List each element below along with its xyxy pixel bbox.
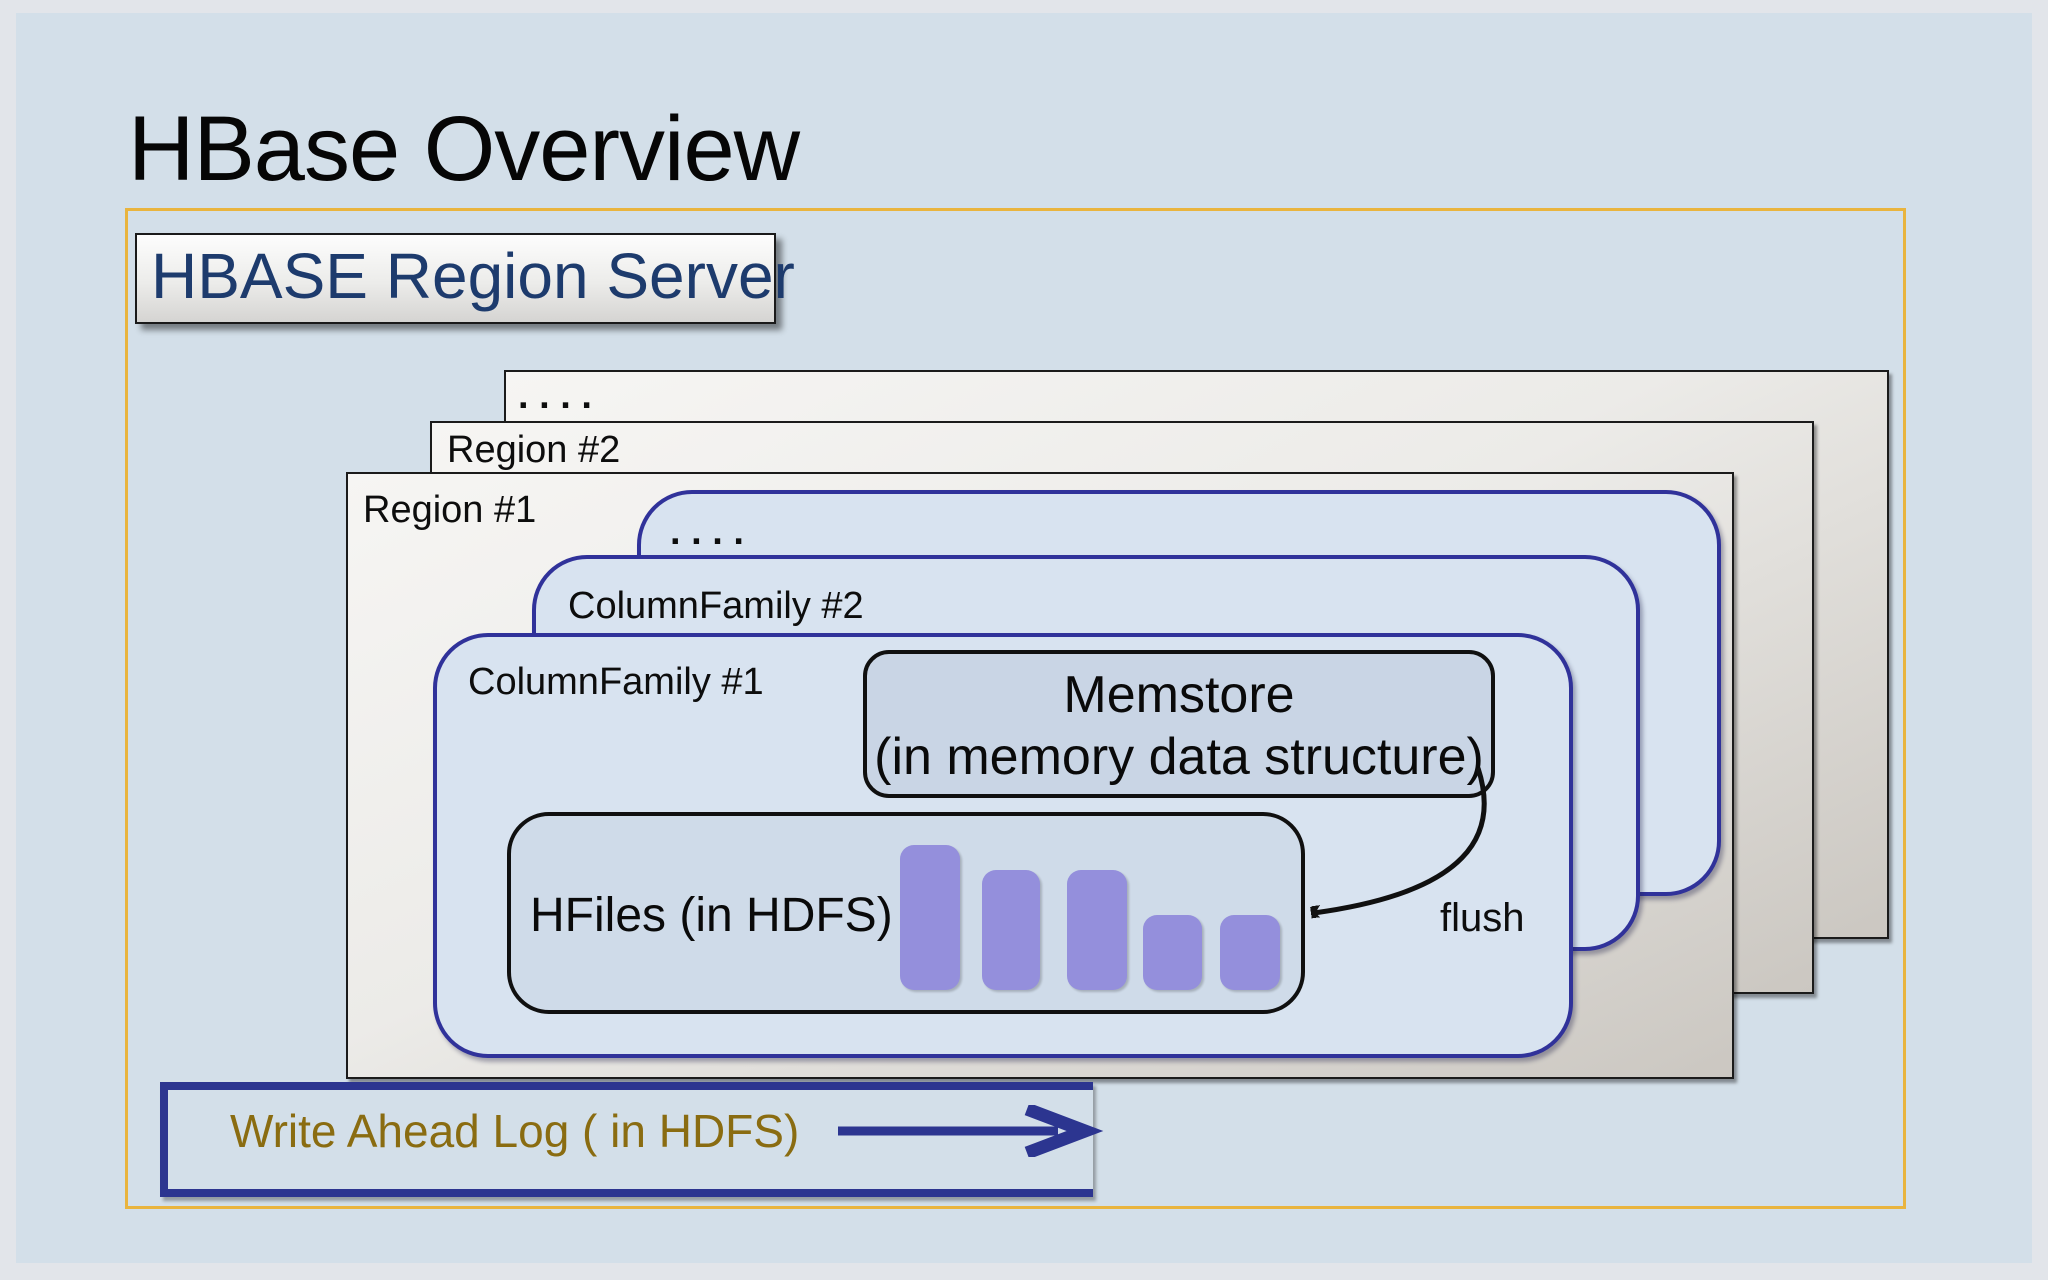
write-ahead-log-label: Write Ahead Log ( in HDFS) (230, 1105, 800, 1157)
hfile-bar (900, 845, 960, 990)
region-1-label: Region #1 (363, 489, 537, 531)
region-server-frame (125, 208, 1906, 1209)
column-family-more-label: . . . . (670, 511, 744, 553)
flush-arrow (1296, 767, 1487, 938)
page-title: HBase Overview (128, 98, 800, 200)
memstore-title: Memstore (1063, 666, 1295, 724)
hfile-bar (1143, 915, 1202, 990)
write-ahead-log-box: Write Ahead Log ( in HDFS) (160, 1082, 1093, 1197)
hfiles-box: HFiles (in HDFS) (507, 812, 1305, 1014)
hfile-bar (1220, 915, 1280, 990)
flush-label: flush (1440, 896, 1525, 940)
region-server-label-box: HBASE Region Server (135, 233, 795, 324)
memstore-subtitle: (in memory data structure) (874, 728, 1484, 786)
region-more-label: . . . . (518, 375, 592, 417)
hfiles-label: HFiles (in HDFS) (530, 889, 893, 942)
memstore-box: Memstore (in memory data structure) (863, 650, 1495, 798)
region-server-label: HBASE Region Server (151, 240, 795, 312)
column-family-1-label: ColumnFamily #1 (468, 661, 764, 703)
slide: HBase Overview HBASE Region Server . . .… (16, 13, 2032, 1263)
column-family-2-label: ColumnFamily #2 (568, 585, 864, 627)
hfile-bar (1067, 870, 1127, 990)
region-2-label: Region #2 (447, 429, 621, 471)
wal-arrow (838, 1105, 1104, 1157)
hfile-bar (982, 870, 1040, 990)
